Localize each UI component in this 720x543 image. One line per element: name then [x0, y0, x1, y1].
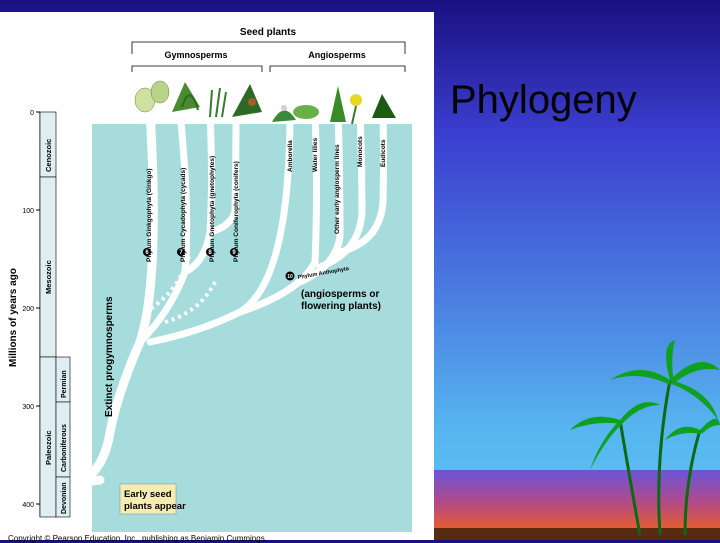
lineage-eudicots: Eudicots [380, 139, 387, 167]
lineage-ginkgo: Phylum Ginkgophyta (Ginkgo) [146, 168, 153, 262]
copyright-notice: Copyright © Pearson Education, Inc., pub… [8, 534, 267, 543]
era-mesozoic: Mesozoic [44, 260, 53, 294]
slide-title: Phylogeny [450, 78, 637, 123]
anthophyta-desc-2: flowering plants) [301, 301, 381, 312]
gymnosperms-label: Gymnosperms [164, 50, 227, 60]
anthophyta-number: 10 [287, 274, 293, 280]
tick-label-0: 0 [30, 110, 34, 117]
y-axis-label: Millions of years ago [8, 268, 19, 367]
lineage-cycads: Phylum Cycadophyta (cycads) [180, 168, 187, 262]
lineage-other-early-angiosperm: Other early angiosperm lines [334, 144, 341, 234]
period-permian: Permian [61, 370, 68, 398]
lineage-water-lilies: Water lilies [312, 138, 319, 172]
early-seed-line-2: plants appear [124, 501, 186, 512]
angiosperms-bracket [270, 66, 405, 72]
lineage-gnetophytes: Phylum Gnetophyta (gnetophytes) [209, 156, 216, 262]
era-paleozoic: Paleozoic [44, 430, 53, 465]
lineage-monocots: Monocots [357, 136, 364, 167]
tick-label-100: 100 [22, 208, 34, 215]
gymnosperms-bracket [132, 66, 262, 72]
phylogeny-diagram: 0 100 200 300 400 Millions of years ago … [0, 12, 434, 540]
tick-label-300: 300 [22, 404, 34, 411]
progymnosperms-label: Extinct progymnosperms [104, 296, 115, 417]
tick-label-200: 200 [22, 306, 34, 313]
tick-label-400: 400 [22, 502, 34, 509]
era-cenozoic: Cenozoic [44, 139, 53, 172]
lineage-conifers: Phylum Coniferophyta (conifers) [233, 161, 240, 262]
anthophyta-desc-1: (angiosperms or [301, 289, 379, 300]
lineage-amborella: Amborella [287, 140, 294, 172]
period-devonian: Devonian [61, 482, 68, 514]
seed-plants-label: Seed plants [240, 27, 297, 38]
phylogeny-figure: 0 100 200 300 400 Millions of years ago … [0, 12, 434, 540]
palm-trees-illustration [560, 340, 720, 535]
period-carboniferous: Carboniferous [61, 424, 68, 472]
early-seed-line-1: Early seed [124, 489, 172, 500]
angiosperms-label: Angiosperms [308, 50, 366, 60]
